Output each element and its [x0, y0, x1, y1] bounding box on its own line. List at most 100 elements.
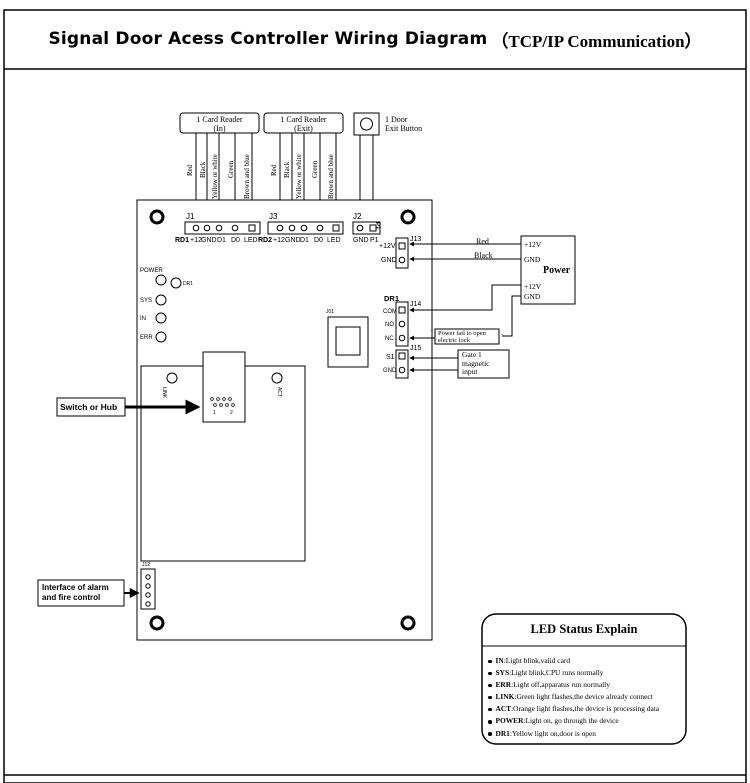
alarm-label-line1: Interface of alarm — [42, 583, 109, 592]
led-desc: :Light blink,valid card — [503, 656, 571, 665]
j12-pins — [145, 574, 151, 607]
reader-in-label-line1: 1 Card Reader — [196, 115, 243, 124]
sensor-label-line2: magnetic — [462, 358, 490, 368]
bullet-icon — [488, 695, 492, 700]
power-wires — [409, 241, 521, 337]
j3-label: J3 — [269, 212, 278, 221]
j14-label: J14 — [410, 301, 422, 308]
j2-label: J2 — [353, 212, 362, 221]
j1-label: J1 — [186, 212, 195, 221]
reader-in-label-line2: (In) — [213, 124, 226, 133]
led-key: LINK — [495, 692, 515, 702]
reader-in-wire-yellow: Yellow or white — [211, 154, 219, 199]
bullet-icon — [488, 732, 492, 736]
j3-pin-d0: D0 — [314, 237, 323, 244]
j3-pin-gnd: GND — [285, 237, 301, 244]
lock-minus: - — [501, 332, 503, 338]
list-item: LINK:Green light flashes,the device alre… — [488, 691, 659, 703]
lock-label-line1: Power fail to open — [438, 330, 486, 337]
relay-chip-label: J01 — [326, 309, 335, 315]
reader-in-wire-red: Red — [186, 164, 194, 176]
led-desc: :Light blink,CPU runs normally — [509, 668, 604, 678]
j1-pins — [192, 224, 256, 232]
j15-pin-gnd: GND — [383, 368, 397, 374]
j14-pins — [398, 306, 406, 342]
led-desc: :Light off,apparatus run normally — [511, 680, 610, 690]
list-item: DR1:Yellow light on,door is open — [488, 728, 659, 740]
j13-pin-gnd: GND — [381, 257, 397, 264]
led-desc: :Green light flashes,the device already … — [514, 692, 653, 702]
j13-pin-12v: +12V — [379, 243, 396, 250]
lock-plus: + — [430, 329, 434, 335]
rj45-pin-2: 2 — [230, 410, 233, 416]
sensor-wires — [409, 355, 458, 373]
rj45-pin-1: 1 — [213, 410, 216, 416]
exit-button-label: 1 Door Exit Button — [385, 115, 422, 133]
power-box — [520, 235, 576, 305]
reader-in-label: 1 Card Reader (In) — [180, 115, 259, 133]
reader-exit-wire-green: Green — [311, 160, 319, 178]
dr1-group-label: DR1 — [384, 294, 400, 303]
rj45-jack — [202, 351, 246, 423]
title-sub: （TCP/IP Communication） — [491, 31, 702, 51]
rd2-label: RD2 — [258, 237, 273, 244]
power-wire-black-label: Black — [474, 251, 493, 260]
j15-pins — [398, 352, 406, 374]
j15-pin-s1: S1 — [386, 354, 395, 361]
j1-pin-d0: D0 — [231, 237, 240, 244]
bullet-icon — [488, 671, 492, 676]
network-leds — [166, 372, 283, 384]
power-pin-12v-2: +12V — [524, 282, 542, 291]
j1-header — [184, 221, 261, 235]
power-pin-12v: +12V — [524, 240, 542, 249]
j1-pin-12: +12 — [190, 237, 202, 244]
j3-pin-12: +12 — [273, 237, 285, 244]
led-key: POWER — [495, 716, 524, 726]
reader-exit-label-line2: (Exit) — [294, 124, 313, 133]
reader-in-wire-black: Black — [199, 161, 207, 178]
j1-pin-gnd: GND — [201, 237, 217, 244]
bullet-icon — [488, 707, 492, 712]
led-key: ACT — [495, 704, 512, 714]
power-pin-gnd: GND — [524, 255, 541, 264]
led-power-label: POWER — [140, 268, 163, 274]
switch-hub-label: Switch or Hub — [60, 402, 118, 412]
act-led-label: ACT — [276, 387, 282, 397]
j14-pin-no: NO — [385, 322, 394, 328]
rj45-pins — [210, 397, 235, 407]
sensor-label-line1: Gate 1 — [462, 350, 482, 359]
bullet-icon — [488, 683, 492, 688]
reader-exit-label: 1 Card Reader (Exit) — [264, 115, 343, 133]
lock-box — [434, 328, 500, 345]
relay-chip-inner — [335, 326, 361, 356]
led-dr1-label: DR1 — [183, 281, 194, 287]
sensor-label-line3: input — [462, 367, 478, 376]
reader-exit-wire-brown: Brown and blue — [327, 154, 335, 199]
j3-pin-led: LED — [327, 237, 341, 244]
alarm-label-line2: and fire control — [42, 592, 101, 602]
list-item: POWER:Light on, go through the device — [488, 715, 659, 727]
led-desc: :Orange light flashes,the device is proc… — [511, 704, 660, 714]
j15-label: J15 — [410, 345, 422, 352]
list-item: IN:Light blink,valid card — [488, 655, 659, 667]
exit-button-icon — [360, 117, 373, 131]
exit-button-label-line2: Exit Button — [385, 124, 423, 133]
reader-exit-wire-black: Black — [283, 161, 291, 178]
j13-label: J13 — [410, 236, 422, 243]
alarm-box — [37, 579, 125, 607]
power-wire-red-label: Red — [476, 237, 489, 246]
j1-pin-d1: D1 — [217, 237, 226, 244]
sensor-label: Gate 1 magnetic input — [462, 350, 490, 377]
rd1-label: RD1 — [175, 237, 190, 244]
j2-pin-p1: P1 — [370, 237, 379, 244]
alarm-label: Interface of alarm and fire control — [42, 583, 109, 602]
led-key: ERR — [495, 680, 512, 690]
exit-button-box — [353, 112, 380, 136]
bullet-icon — [488, 720, 492, 724]
lock-label-line2: electric lock — [438, 337, 470, 344]
list-item: ACT:Orange light flashes,the device is p… — [488, 703, 659, 715]
reader-exit-wire-red: Red — [270, 164, 278, 176]
status-led-icons — [155, 274, 182, 343]
led-in-label: IN — [140, 316, 146, 322]
